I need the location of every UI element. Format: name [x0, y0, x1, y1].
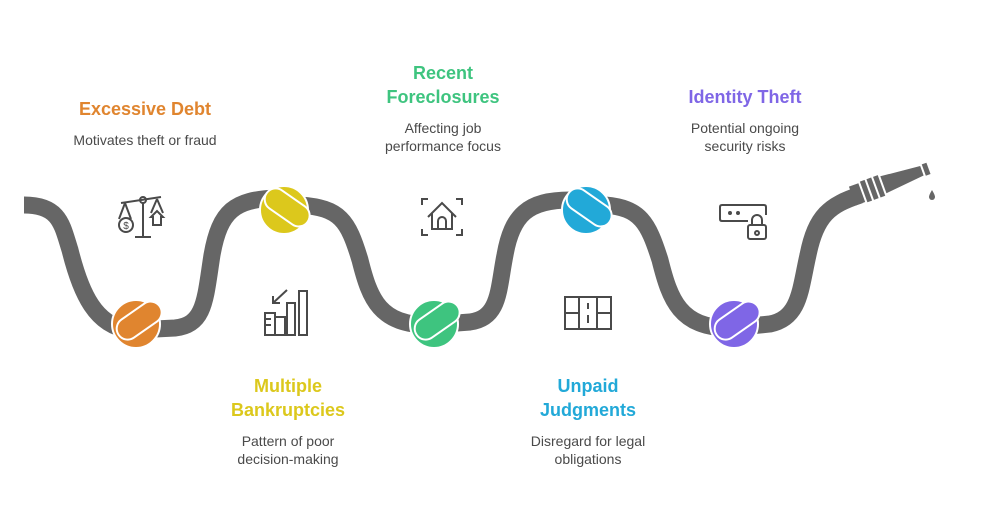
step-unpaid-judgments: Unpaid Judgments Disregard for legal obl…: [513, 374, 663, 468]
declining-bar-chart-icon: [263, 287, 315, 339]
step-description: Affecting job performance focus: [385, 120, 501, 154]
grid-panel-icon: [563, 295, 613, 331]
step-description: Pattern of poor decision-making: [237, 433, 339, 467]
step-description: Disregard for legal obligations: [530, 433, 646, 467]
step-title: Multiple Bankruptcies: [230, 376, 346, 420]
step-identity-theft: Identity Theft Potential ongoing securit…: [666, 85, 824, 155]
step-title: Recent Foreclosures: [386, 63, 500, 107]
knot-identity-theft: [709, 299, 761, 349]
knot-recent-foreclosures: [409, 299, 461, 349]
step-excessive-debt: Excessive Debt Motivates theft or fraud: [30, 97, 260, 149]
step-multiple-bankruptcies: Multiple Bankruptcies Pattern of poor de…: [213, 374, 363, 468]
step-description: Motivates theft or fraud: [73, 132, 217, 148]
step-recent-foreclosures: Recent Foreclosures Affecting job perfor…: [368, 61, 518, 155]
step-title: Excessive Debt: [78, 99, 212, 119]
hose-nozzle-icon: [848, 162, 931, 206]
knot-unpaid-judgments: [561, 185, 613, 235]
svg-text:$: $: [123, 221, 129, 232]
scale-balance-icon: $: [117, 193, 169, 241]
step-title: Unpaid Judgments: [539, 376, 636, 420]
password-lock-icon: [718, 203, 770, 243]
water-drop-icon: [929, 190, 935, 200]
knot-multiple-bankruptcies: [259, 185, 311, 235]
knot-excessive-debt: [111, 299, 163, 349]
step-description: Potential ongoing security risks: [690, 120, 800, 154]
step-title: Identity Theft: [688, 87, 802, 107]
house-frame-icon: [418, 193, 466, 241]
